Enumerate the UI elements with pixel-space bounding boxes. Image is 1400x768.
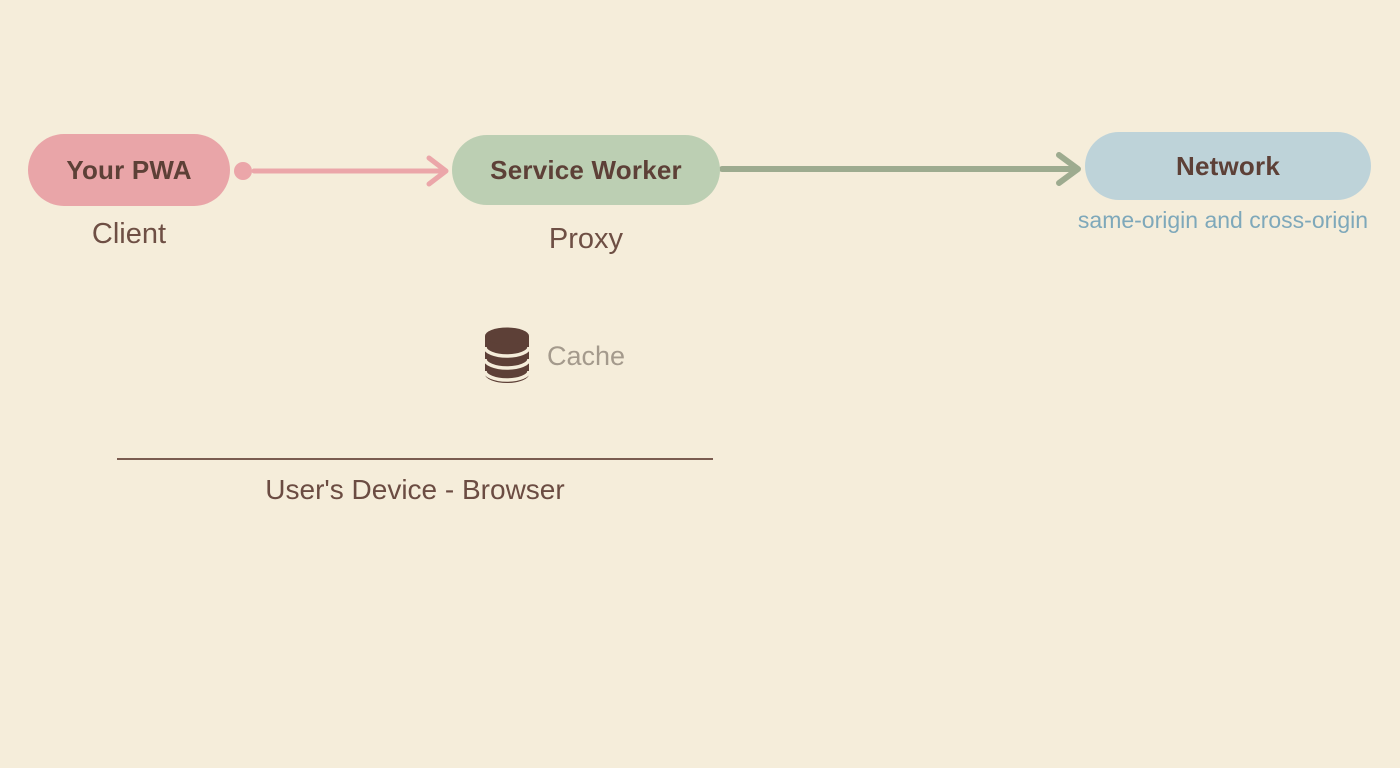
database-icon bbox=[483, 327, 531, 383]
network-sublabel: same-origin and cross-origin bbox=[1077, 207, 1369, 233]
service-worker-node-label: Service Worker bbox=[490, 154, 682, 185]
arrow-start-dot bbox=[234, 162, 252, 180]
cache-group: Cache bbox=[483, 327, 625, 385]
service-worker-sublabel: Proxy bbox=[548, 223, 624, 255]
network-node: Network bbox=[1085, 132, 1371, 200]
pwa-node-label: Your PWA bbox=[66, 154, 192, 185]
service-worker-node: Service Worker bbox=[452, 135, 720, 205]
arrow-service-worker-to-network bbox=[719, 152, 1081, 186]
cache-label: Cache bbox=[547, 340, 626, 371]
arrowhead-icon bbox=[426, 155, 449, 187]
pwa-sublabel: Client bbox=[91, 218, 167, 250]
pwa-node: Your PWA bbox=[28, 134, 230, 206]
device-boundary-label: User's Device - Browser bbox=[265, 474, 565, 505]
network-node-label: Network bbox=[1176, 150, 1280, 181]
arrow-pwa-to-service-worker bbox=[234, 155, 449, 187]
arrowhead-icon bbox=[1056, 152, 1081, 186]
device-boundary-line bbox=[117, 458, 713, 460]
